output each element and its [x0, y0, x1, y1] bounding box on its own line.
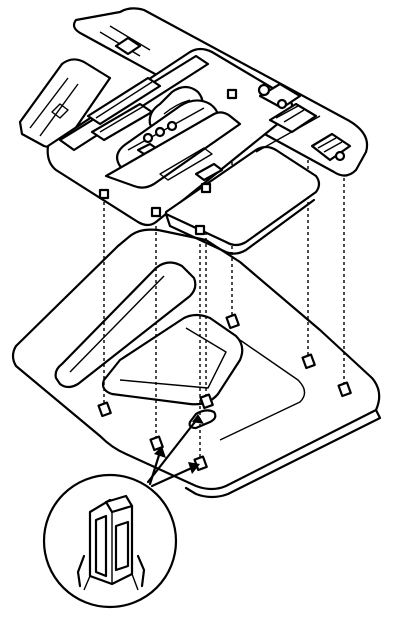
clip-tab — [150, 206, 162, 218]
clip-receptacle — [149, 435, 164, 452]
clip-detail-inset — [42, 473, 178, 609]
clip-tab — [98, 188, 110, 200]
callout-arrows — [146, 414, 204, 488]
clip-receptacle — [225, 313, 240, 330]
clip-tab — [200, 182, 212, 194]
clip-tab — [226, 88, 238, 100]
console-trim-panel — [11, 228, 382, 499]
clip-receptacle — [199, 393, 214, 410]
clip-receptacle — [97, 401, 112, 418]
overhead-console-assembly — [18, 7, 369, 255]
clip-tab — [194, 224, 206, 236]
clip-receptacle — [301, 353, 316, 370]
clip-receptacle — [337, 381, 352, 398]
